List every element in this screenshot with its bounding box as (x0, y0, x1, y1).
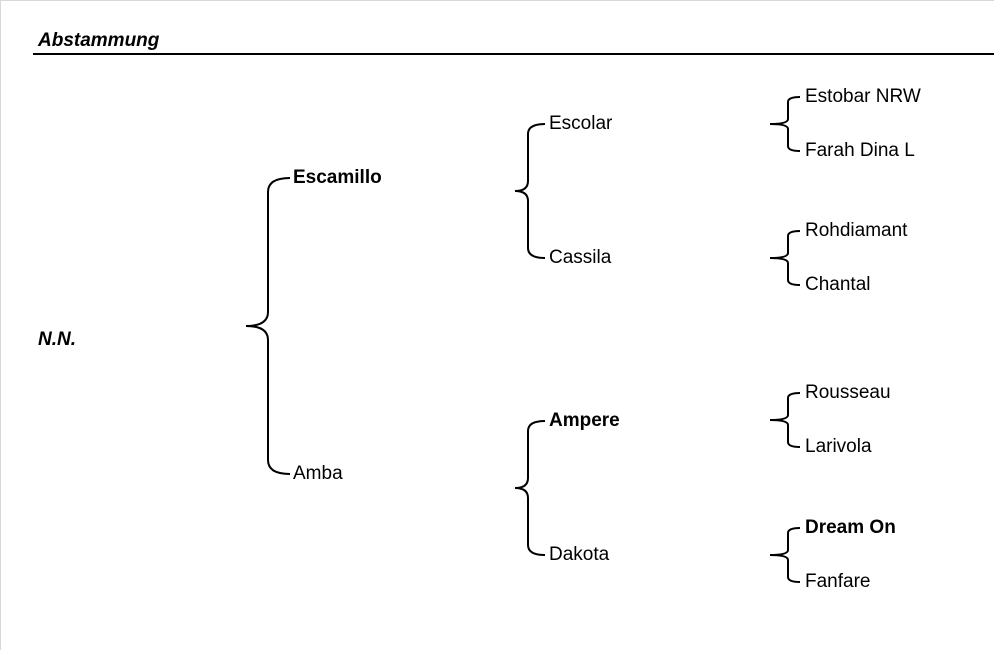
brace-connector (769, 230, 801, 286)
dam-dam-name: Dakota (549, 544, 610, 565)
dam-name: Amba (293, 463, 343, 484)
gen4-name: Fanfare (805, 571, 871, 592)
title-underline (33, 53, 994, 55)
subject-name: N.N. (38, 329, 76, 350)
gen4-name: Dream On (805, 517, 896, 538)
brace-connector (514, 123, 546, 259)
brace-connector (769, 96, 801, 152)
brace-connector (769, 527, 801, 583)
brace-connector (514, 420, 546, 556)
sire-dam-name: Cassila (549, 247, 612, 268)
section-title: Abstammung (38, 30, 160, 51)
gen4-name: Larivola (805, 436, 872, 457)
dam-sire-name: Ampere (549, 410, 620, 431)
gen4-name: Farah Dina L (805, 140, 915, 161)
gen4-name: Chantal (805, 274, 871, 295)
gen4-name: Estobar NRW (805, 86, 921, 107)
brace-connector (245, 177, 291, 475)
sire-sire-name: Escolar (549, 113, 613, 134)
gen4-name: Rousseau (805, 382, 891, 403)
brace-connector (769, 392, 801, 448)
sire-name: Escamillo (293, 167, 382, 188)
gen4-name: Rohdiamant (805, 220, 908, 241)
